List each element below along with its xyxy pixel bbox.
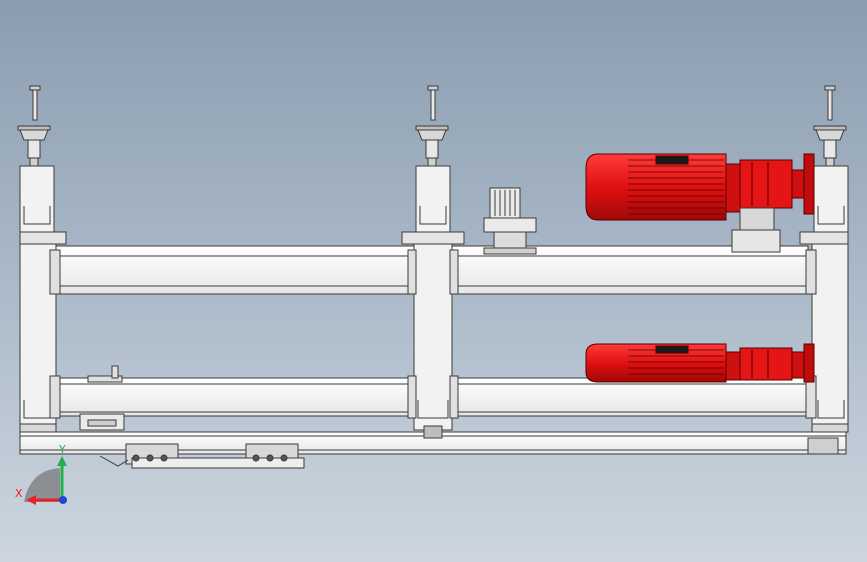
leveling-foot-left — [17, 85, 51, 167]
frame-post-left — [19, 165, 67, 433]
axis-x-arrow — [26, 495, 36, 505]
motor-upper — [585, 153, 815, 253]
frame-post-middle — [401, 165, 465, 439]
axis-triad: X Y — [15, 443, 67, 505]
sensor-fittings — [79, 365, 125, 431]
frame-post-right — [799, 165, 849, 433]
bottom-carriage — [99, 437, 839, 469]
motor-lower — [585, 343, 815, 383]
axis-z-dot — [59, 496, 67, 504]
leveling-foot-right — [813, 85, 847, 167]
axis-triad-plane — [24, 468, 60, 502]
leveling-foot-middle — [415, 85, 449, 167]
axis-y-arrow — [57, 456, 67, 466]
axis-y-label: Y — [58, 443, 66, 456]
bearing-block — [483, 187, 537, 255]
axis-x-label: X — [15, 487, 23, 500]
